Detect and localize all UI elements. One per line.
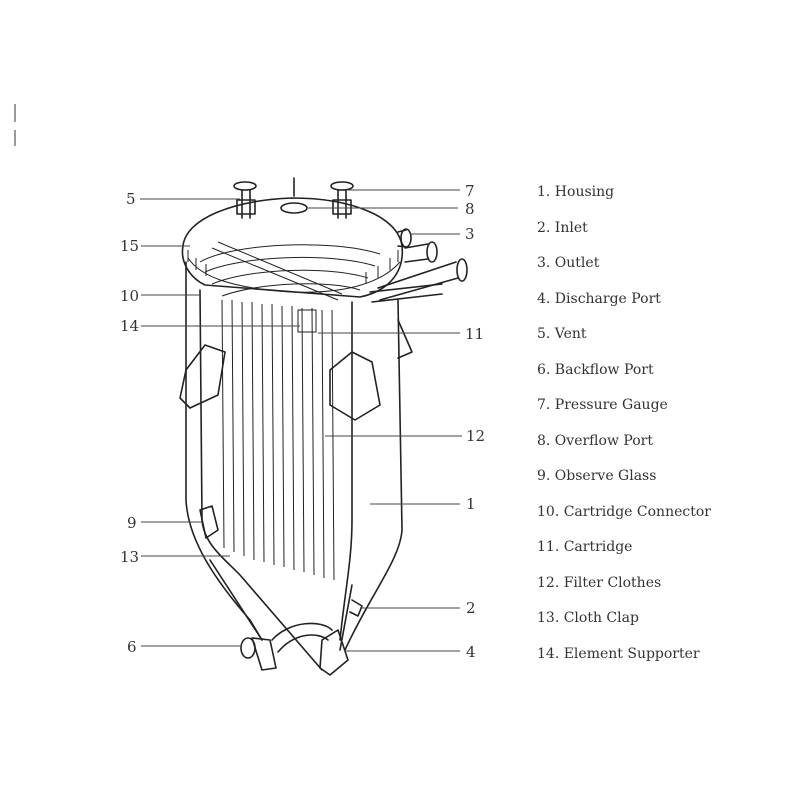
left-support-bracket (179, 344, 226, 409)
callout-3: 3 (465, 225, 475, 243)
housing-left-wall (185, 261, 263, 641)
callout-2: 2 (466, 599, 476, 617)
callout-labels: 5 7 8 3 15 10 14 11 12 1 9 13 2 6 4 (120, 182, 485, 661)
inlet (349, 599, 363, 617)
legend-item: 13. Cloth Clap (537, 610, 639, 626)
parts-legend: 1. Housing 2. Inlet 3. Outlet 4. Dischar… (537, 182, 711, 679)
margin-mark-top (14, 104, 16, 122)
legend-item: 9. Observe Glass (537, 468, 657, 484)
right-support-bracket (329, 351, 381, 421)
callout-5: 5 (126, 190, 136, 208)
legend-item: 4. Discharge Port (537, 290, 661, 307)
callout-12: 12 (466, 427, 485, 445)
backflow-port (240, 637, 277, 671)
callout-1: 1 (466, 495, 476, 513)
vessel-illustration (179, 177, 468, 676)
legend-item: 11. Cartridge (537, 539, 633, 555)
dome-lid (182, 197, 403, 247)
callout-6: 6 (127, 638, 137, 656)
flange-lower-edge (187, 257, 401, 293)
legend-item: 12. Filter Clothes (537, 574, 662, 591)
discharge-port (319, 629, 349, 676)
pressure-gauge-fitting (330, 181, 354, 219)
callout-4: 4 (466, 643, 476, 661)
callout-11: 11 (465, 325, 484, 343)
legend-item: 7. Pressure Gauge (537, 397, 668, 413)
overflow-port-fitting (280, 177, 308, 214)
cartridge-connector-grid (199, 241, 381, 301)
flange-bolts (187, 250, 399, 284)
right-lug (397, 319, 413, 359)
callout-9: 9 (127, 514, 137, 532)
legend-item: 5. Vent (537, 326, 587, 342)
housing-right-wall (344, 299, 403, 651)
callout-15: 15 (120, 237, 139, 255)
legend-item: 2. Inlet (537, 219, 588, 236)
legend-item: 3. Outlet (537, 255, 600, 271)
leader-lines (140, 189, 462, 652)
callout-14: 14 (120, 317, 139, 335)
observe-glass (199, 505, 219, 539)
vent-fitting (233, 181, 257, 219)
legend-item: 6. Backflow Port (537, 361, 654, 378)
outlet-pipe (369, 228, 468, 303)
callout-8: 8 (465, 200, 475, 218)
cartridges (221, 299, 335, 581)
cone-bottom (209, 559, 353, 651)
margin-mark-bottom (14, 130, 16, 146)
legend-item: 1. Housing (537, 184, 615, 200)
callout-7: 7 (465, 182, 475, 200)
callout-10: 10 (120, 287, 139, 305)
legend-item: 14. Element Supporter (537, 645, 700, 662)
legend-item: 10. Cartridge Connector (537, 503, 711, 520)
legend-item: 8. Overflow Port (537, 432, 653, 449)
top-flange (181, 245, 403, 298)
callout-13: 13 (120, 548, 139, 566)
